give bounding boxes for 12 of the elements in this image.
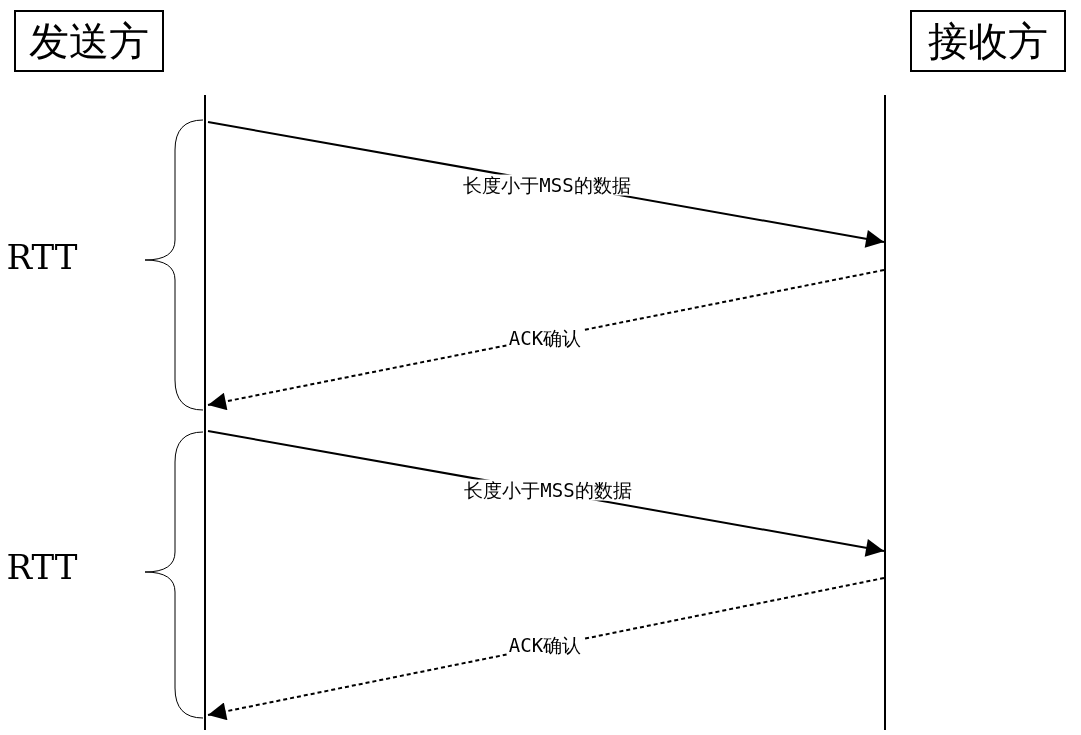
arrow — [207, 577, 885, 721]
arrow — [207, 269, 885, 411]
participant-box: 发送方 — [14, 10, 164, 72]
interval-label: RTT — [6, 239, 78, 277]
participant-box: 接收方 — [910, 10, 1066, 72]
lifeline — [204, 95, 208, 730]
edge-label: ACK确认 — [506, 327, 584, 349]
edge-label: 长度小于MSS的数据 — [461, 174, 633, 196]
edge-label: ACK确认 — [506, 634, 584, 656]
interval-label: RTT — [6, 549, 78, 587]
lifeline — [884, 95, 888, 730]
edge-label: 长度小于MSS的数据 — [462, 479, 634, 501]
